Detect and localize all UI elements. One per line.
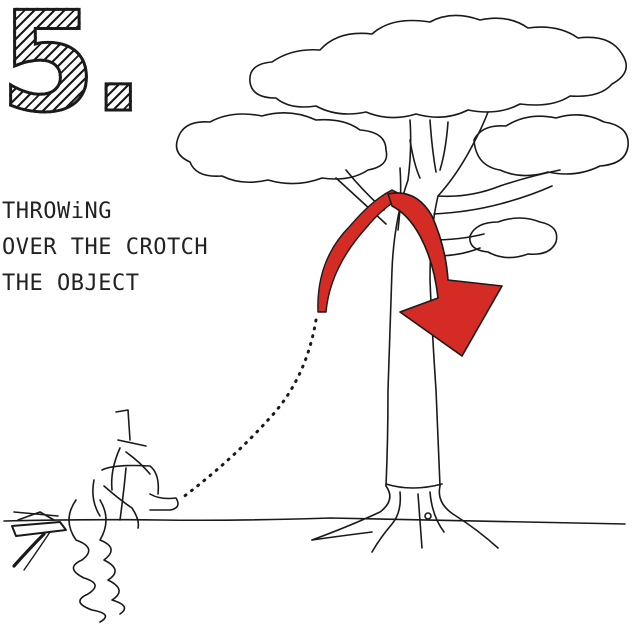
throw-trajectory bbox=[182, 320, 316, 498]
ground-line bbox=[4, 518, 625, 524]
rope-coil bbox=[69, 500, 125, 622]
climber-figure bbox=[93, 410, 178, 528]
tree-illustration bbox=[177, 15, 629, 552]
throw-arrow bbox=[318, 190, 502, 356]
